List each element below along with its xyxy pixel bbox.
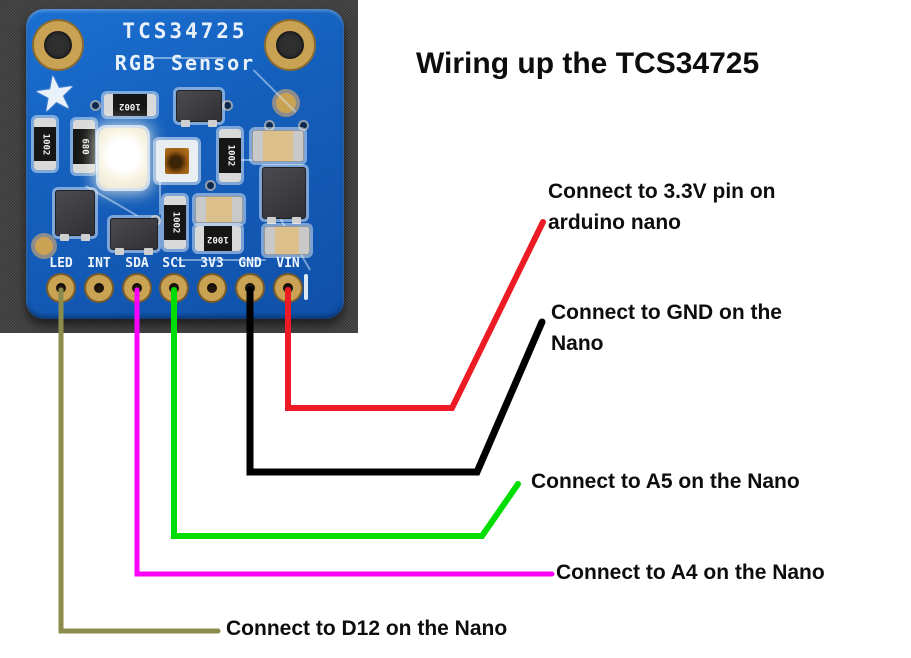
pin-3v3 [199, 275, 225, 301]
smd-resistor: 1002 [195, 226, 241, 251]
pin-label-sda: SDA [125, 256, 149, 271]
pcb-trace [146, 57, 226, 59]
transistor [176, 90, 222, 127]
caption-3v3-line2: arduino nano [548, 211, 681, 234]
caption-3v3-line1: Connect to 3.3V pin on [548, 180, 776, 203]
smd-resistor: 1002 [219, 129, 241, 182]
wire-led-olive [58, 287, 221, 634]
smd-resistor: 680 [73, 120, 95, 173]
caption-d12: Connect to D12 on the Nano [226, 617, 508, 640]
silk-bar-mark [304, 274, 308, 300]
via [205, 180, 216, 191]
smd-resistor: 1002 [34, 118, 56, 170]
pin-gnd [237, 275, 263, 301]
smd-resistor: 1002 [104, 94, 156, 116]
mounting-hole-right [266, 21, 314, 69]
white-led [99, 128, 147, 188]
pin-int [86, 275, 112, 301]
caption-a4: Connect to A4 on the Nano [556, 561, 825, 584]
pin-vin [275, 275, 301, 301]
color-sensor-chip [156, 140, 198, 182]
mounting-hole-left [34, 21, 82, 69]
pin-led [48, 275, 74, 301]
pin-scl [161, 275, 187, 301]
pin-label-3v3: 3V3 [200, 256, 224, 271]
board-silk-title: TCS34725 [122, 19, 248, 43]
voltage-regulator [262, 167, 306, 224]
caption-3v3: Connect to 3.3V pin on arduino nano [548, 176, 776, 238]
pin-sda [124, 275, 150, 301]
gold-pad-bottom-left [31, 233, 57, 259]
via [90, 100, 101, 111]
via [222, 100, 233, 111]
caption-gnd-line1: Connect to GND on the [551, 301, 782, 324]
pcb-trace [176, 259, 266, 261]
page-title: Wiring up the TCS34725 [416, 47, 760, 80]
caption-gnd-line2: Nano [551, 332, 604, 355]
pin-label-scl: SCL [162, 256, 186, 271]
adafruit-star-icon: ★ [30, 65, 81, 124]
sensor-board-photo: TCS34725 RGB Sensor ★ 1002 1002 680 [0, 0, 358, 333]
caption-a5: Connect to A5 on the Nano [531, 470, 800, 493]
transistor [55, 190, 95, 241]
tcs34725-pcb: TCS34725 RGB Sensor ★ 1002 1002 680 [26, 9, 344, 319]
pin-label-gnd: GND [238, 256, 262, 271]
smd-resistor: 1002 [164, 196, 186, 249]
pin-label-int: INT [87, 256, 111, 271]
smd-capacitor [264, 226, 310, 255]
smd-capacitor [195, 196, 243, 223]
sensor-die [165, 148, 189, 174]
pin-label-led: LED [49, 256, 73, 271]
caption-gnd: Connect to GND on the Nano [551, 297, 782, 359]
pin-label-vin: VIN [276, 256, 300, 271]
transistor [110, 218, 158, 255]
via [298, 120, 309, 131]
smd-capacitor [252, 130, 304, 162]
